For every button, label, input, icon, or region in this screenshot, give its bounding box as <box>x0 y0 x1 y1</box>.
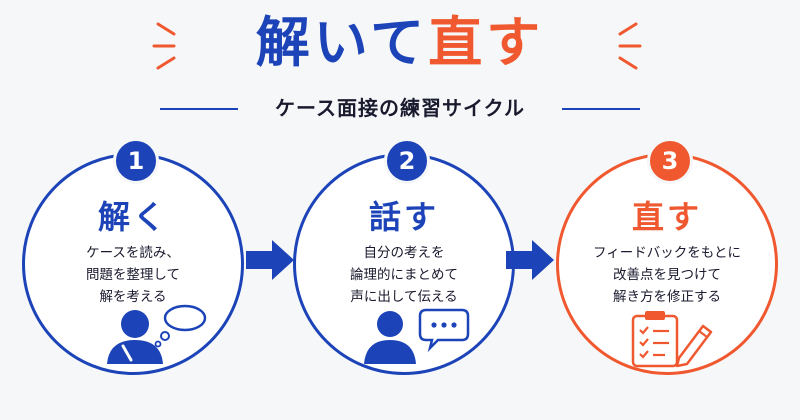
step-2-description: 自分の考えを 論理的にまとめて 声に出して伝える <box>296 242 512 308</box>
step-2-line-2: 論理的にまとめて <box>350 267 458 283</box>
step-3-line-2: 改善点を見つけて <box>613 267 721 283</box>
subtitle-row: ケース面接の練習サイクル <box>0 92 800 124</box>
checklist-pencil-icon <box>631 311 713 368</box>
step-1-line-3: 解を考える <box>99 289 167 305</box>
step-2-number-badge: 2 <box>384 138 430 184</box>
step-1-description: ケースを読み、 問題を整理して 解を考える <box>25 242 241 308</box>
step-2-line-1: 自分の考えを <box>363 245 445 261</box>
step-1-line-1: ケースを読み、 <box>86 245 180 261</box>
step-3-circle: 直す フィードバックをもとに 改善点を見つけて 解き方を修正する <box>556 153 778 375</box>
thinking-person-icon <box>107 304 207 364</box>
right-sparkle-icon <box>618 22 642 70</box>
arrow-right-icon-2 <box>506 240 554 280</box>
step-2-circle: 話す 自分の考えを 論理的にまとめて 声に出して伝える <box>293 153 515 375</box>
step-2-line-3: 声に出して伝える <box>350 289 458 305</box>
arrow-right-icon-1 <box>246 240 294 280</box>
title-part-2: 直す <box>428 11 545 74</box>
step-1-number-badge: 1 <box>113 138 159 184</box>
step-3-description: フィードバックをもとに 改善点を見つけて 解き方を修正する <box>559 242 775 308</box>
step-3-title: 直す <box>631 198 702 236</box>
step-2-title: 話す <box>368 198 439 236</box>
step-3-number-badge: 3 <box>647 138 693 184</box>
subtitle-divider-right <box>562 108 640 110</box>
subtitle-divider-left <box>160 108 238 110</box>
subtitle: ケース面接の練習サイクル <box>275 96 525 120</box>
step-3-line-3: 解き方を修正する <box>613 289 721 305</box>
page-title: 解いて直す <box>0 8 800 78</box>
title-part-1: 解いて <box>255 11 429 74</box>
step-1-circle: 解く ケースを読み、 問題を整理して 解を考える <box>22 153 244 375</box>
left-sparkle-icon <box>152 22 176 70</box>
step-1-title: 解く <box>97 198 168 236</box>
speaking-person-icon <box>364 308 470 364</box>
step-3-line-1: フィードバックをもとに <box>593 245 741 261</box>
step-1-line-2: 問題を整理して <box>85 267 181 283</box>
